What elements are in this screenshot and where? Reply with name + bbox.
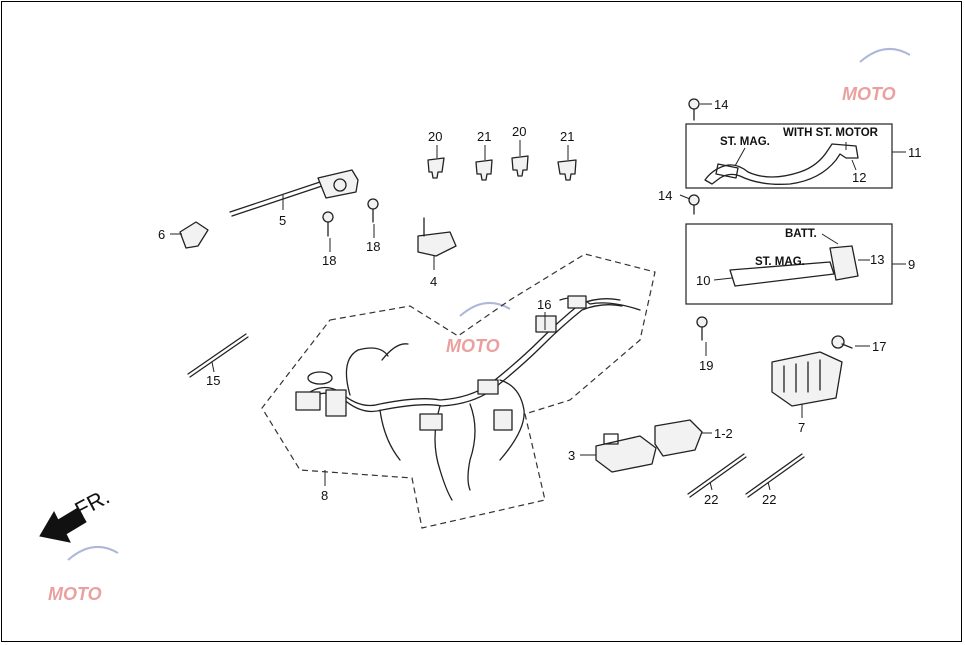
plug-cap-6 [170,221,209,249]
callout-1-2: 1-2 [714,426,733,441]
callout-14-top: 14 [714,97,728,112]
watermark-logo-top-right: MOTO [842,47,911,104]
watermark-logo-bottom-left: MOTO [48,545,119,604]
bolt-18-left [322,211,334,252]
watermark-text-center: MOTO [446,336,500,356]
callout-20-left: 20 [428,129,442,144]
callout-3: 3 [568,448,575,463]
callout-5: 5 [279,213,286,228]
ignition-coil-5 [229,169,359,217]
callout-19: 19 [699,358,713,373]
caption-with-st-motor: WITH ST. MOTOR [783,127,879,139]
watermark-text-top: MOTO [842,84,896,104]
callout-6: 6 [158,227,165,242]
cable-tie-22-right [745,453,805,498]
callout-10: 10 [696,273,710,288]
battery-cable-box-9 [685,223,906,305]
ecu-1-2 [654,419,712,457]
callout-18-left: 18 [322,253,336,268]
watermark-text-bottom: MOTO [48,584,102,604]
callout-14-middle: 14 [658,188,672,203]
front-direction-arrow: FR. [39,484,114,543]
callout-11: 11 [908,145,922,160]
callout-17: 17 [872,339,886,354]
wire-harness-8 [261,253,656,529]
fuse-21-right [557,145,577,181]
cable-tie-15 [187,333,249,378]
cable-tie-22-left [687,453,747,498]
callout-7: 7 [798,420,805,435]
callout-18-right: 18 [366,239,380,254]
callout-20-right: 20 [512,124,526,139]
caption-st-mag-lower: ST. MAG. [755,256,805,268]
regulator-7 [771,351,843,418]
callout-9: 9 [908,257,915,272]
bolt-19 [696,316,708,356]
fuse-20-right [511,140,529,177]
callout-16: 16 [537,297,551,312]
fuse-21-left [475,145,493,181]
bolt-18-right [367,198,379,238]
bolt-14-top [688,98,712,121]
caption-batt: BATT. [785,228,817,240]
watermark-logo-center: MOTO [446,301,511,356]
bolt-14-middle [679,194,700,215]
callout-13: 13 [870,252,884,267]
callout-22-right: 22 [762,492,776,507]
starter-cable-box-11 [685,123,906,189]
callout-22-left: 22 [704,492,718,507]
callout-4: 4 [430,274,437,289]
callout-12: 12 [852,170,866,185]
callout-8: 8 [321,488,328,503]
bolt-17 [831,335,870,349]
callout-15: 15 [206,373,220,388]
caption-st-mag-upper: ST. MAG. [720,136,770,148]
cdi-3 [580,433,657,473]
fuse-20-left [427,145,445,179]
relay-4 [417,217,457,270]
callout-21-right: 21 [560,129,574,144]
callout-21-left: 21 [477,129,491,144]
